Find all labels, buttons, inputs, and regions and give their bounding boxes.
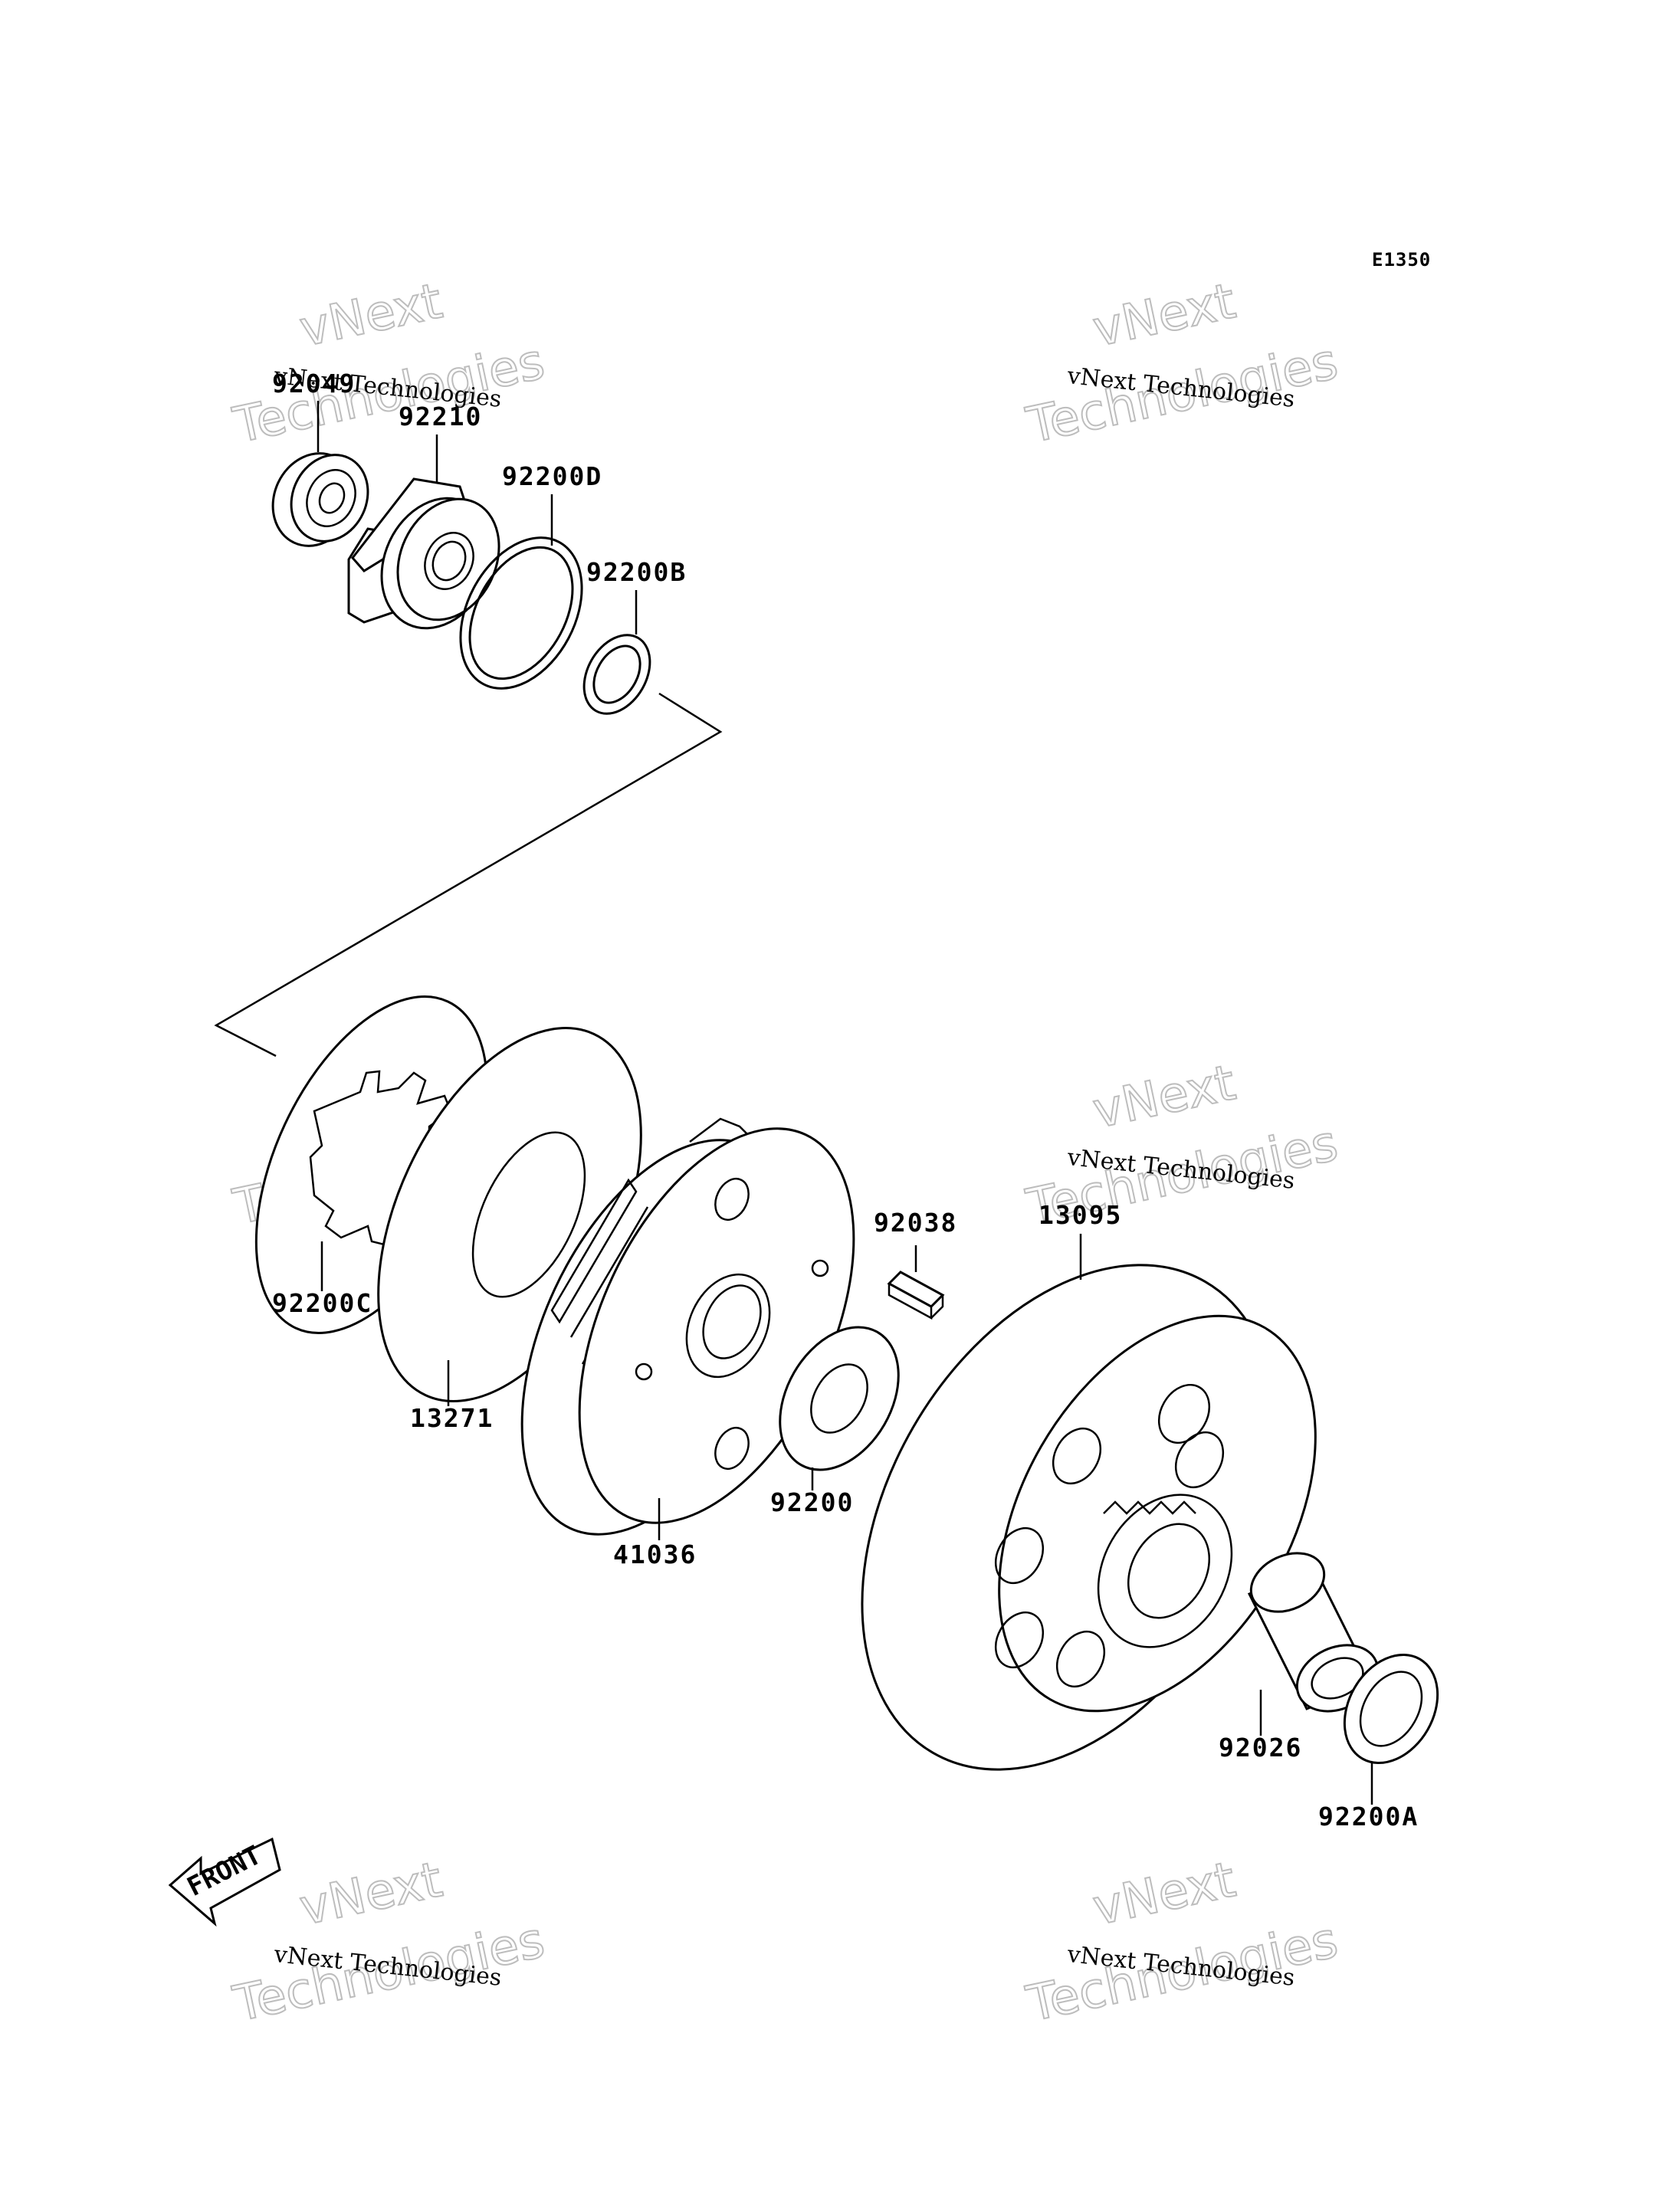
part-label-92026: 92026 [1219, 1733, 1302, 1763]
part-label-92210: 92210 [399, 402, 482, 431]
part-92200B-washer [582, 634, 651, 715]
part-92210-holder [347, 477, 500, 630]
part-label-92038: 92038 [874, 1208, 957, 1238]
part-92200-washer [779, 1326, 900, 1471]
watermark: vNext Technologies vNext Technologies [228, 1851, 550, 2034]
part-92200D-o-ring [459, 536, 583, 690]
part-label-13271: 13271 [410, 1403, 494, 1433]
part-label-92200: 92200 [770, 1487, 854, 1517]
watermark-line1: vNext [295, 1851, 447, 1936]
watermark: vNext Technologies vNext Technologies [1021, 272, 1344, 455]
part-label-13095: 13095 [1039, 1200, 1122, 1230]
front-arrow-icon: FRONT [168, 1837, 281, 1927]
part-label-92200D: 92200D [502, 461, 602, 491]
part-13095-clutch-housing [861, 1264, 1317, 1771]
watermark-line1: vNext [1088, 1054, 1240, 1139]
part-92038-key [887, 1271, 945, 1320]
part-label-92200B: 92200B [586, 557, 687, 587]
part-41036-clutch-shoe [520, 1117, 855, 1536]
part-label-92200A: 92200A [1318, 1802, 1419, 1831]
watermark: vNext Technologies vNext Technologies [228, 272, 550, 455]
diagram-code: E1350 [1372, 249, 1431, 271]
watermark-line1: vNext [1088, 1851, 1240, 1936]
part-label-41036: 41036 [613, 1540, 697, 1569]
part-92200A-washer [1343, 1653, 1439, 1765]
watermark: vNext Technologies vNext Technologies [1021, 1851, 1344, 2034]
part-92049-bearing [271, 452, 369, 547]
assembly-guide-line [214, 692, 723, 1058]
watermark-line1: vNext [295, 273, 447, 358]
watermark-line1: vNext [1088, 273, 1240, 358]
part-label-92049: 92049 [272, 369, 356, 398]
part-label-92200C: 92200C [272, 1288, 372, 1318]
